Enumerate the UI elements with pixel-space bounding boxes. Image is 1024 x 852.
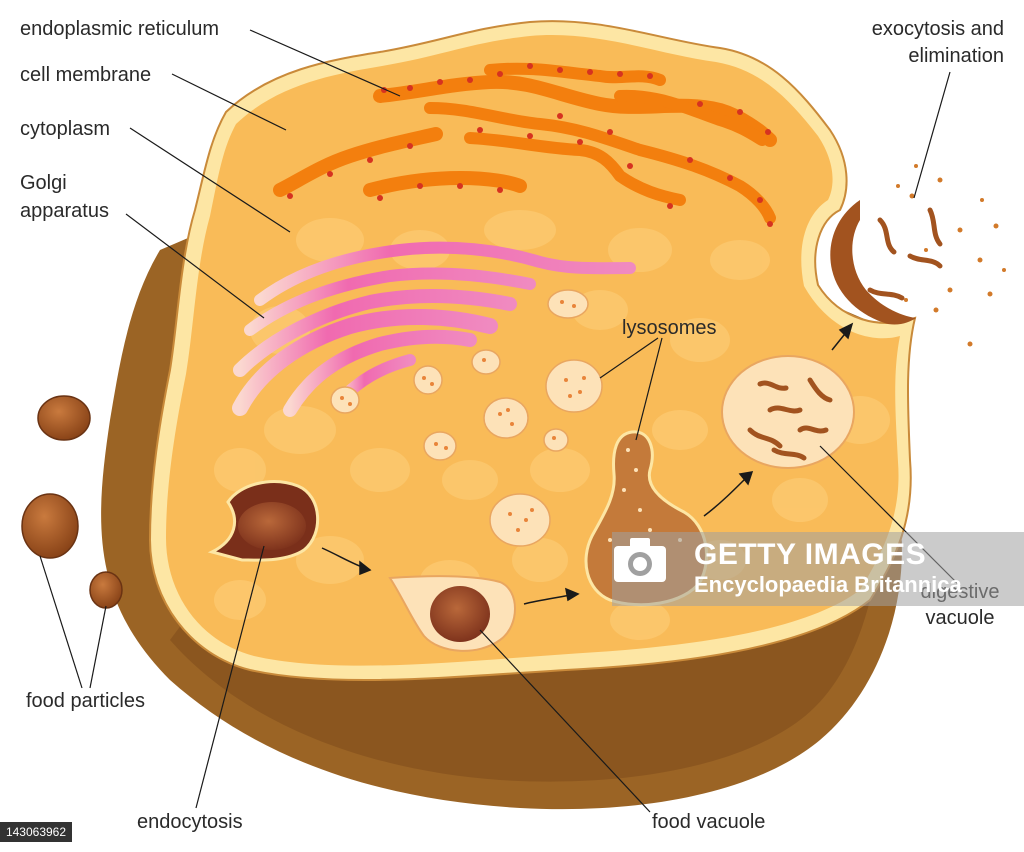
label-endocytosis: endocytosis <box>137 811 243 833</box>
label-cell-membrane: cell membrane <box>20 64 152 86</box>
cytoplasm-region <box>166 35 900 666</box>
endocytosed-particle <box>238 502 306 550</box>
lysosomes <box>330 289 603 547</box>
food-particle-3 <box>89 571 123 609</box>
label-food-particles: food particles <box>26 690 145 712</box>
label-food-vacuole: food vacuole <box>652 811 766 833</box>
process-arrows <box>321 322 854 605</box>
food-vacuole-particle <box>430 586 490 642</box>
exocytosis-pore <box>830 200 916 325</box>
food-particle-1 <box>37 395 91 441</box>
label-endoplasmic-reticulum: endoplasmic reticulum <box>20 18 219 40</box>
label-golgi-line1: Golgi <box>20 172 67 194</box>
watermark-brand: GETTY IMAGES <box>694 538 927 571</box>
golgi-apparatus <box>232 241 636 417</box>
watermark-credit: Encyclopaedia Britannica <box>694 572 962 597</box>
label-exocytosis-line2: elimination <box>908 45 1004 67</box>
food-particles <box>21 395 123 609</box>
exocytosis-fragments <box>867 207 943 301</box>
label-digestive-line2: vacuole <box>925 607 995 629</box>
label-lysosomes: lysosomes <box>622 317 717 339</box>
label-exocytosis-line1: exocytosis and <box>871 18 1004 40</box>
food-particle-2 <box>21 493 79 559</box>
leader-lines <box>39 29 961 813</box>
watermark-banner: GETTY IMAGES Encyclopaedia Britannica <box>612 532 1024 606</box>
label-golgi-line2: apparatus <box>20 200 109 222</box>
er-ribosomes <box>287 63 773 227</box>
endoplasmic-reticulum <box>273 62 777 224</box>
label-cytoplasm: cytoplasm <box>20 118 111 140</box>
image-id-badge: 143063962 <box>0 822 72 842</box>
lysosome-dots <box>340 300 586 532</box>
digestive-vacuole-fragments <box>747 377 833 461</box>
exocytosis-debris <box>896 164 1006 347</box>
watermark-camera-icon <box>614 538 666 582</box>
